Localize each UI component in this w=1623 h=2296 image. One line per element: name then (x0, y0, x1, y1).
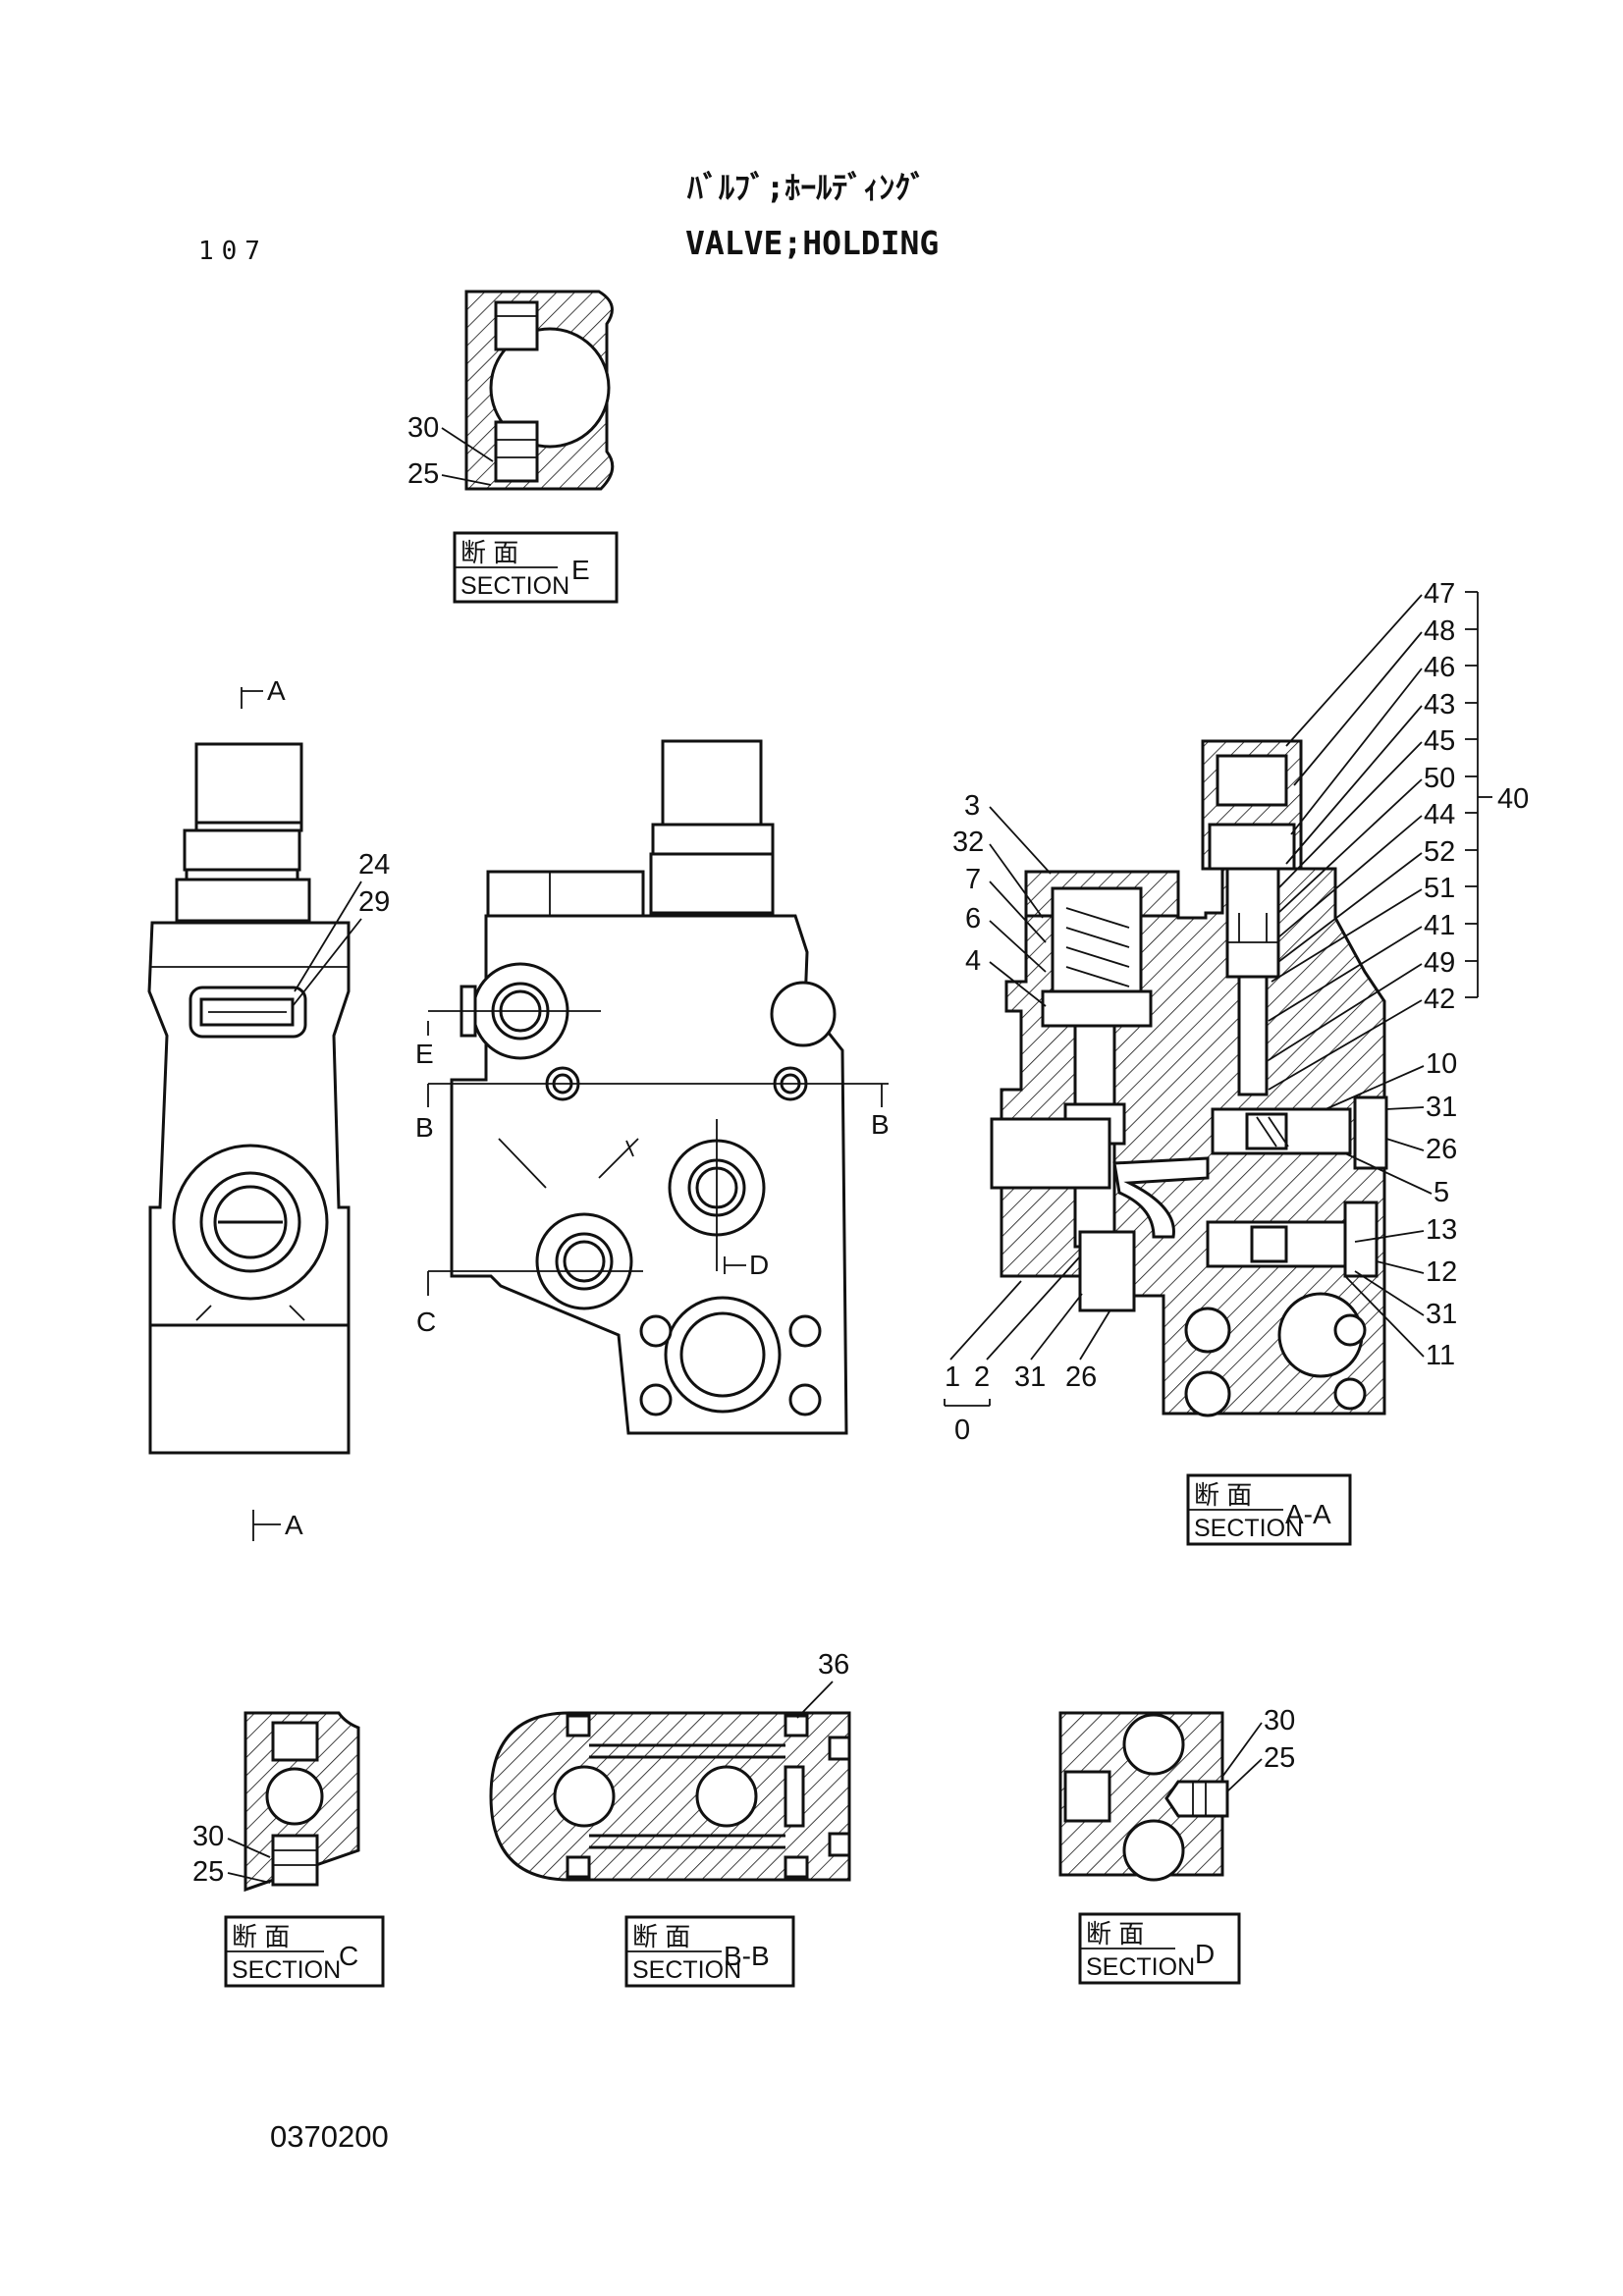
cut-mark-d: D (749, 1250, 769, 1280)
group-label-40: 40 (1497, 783, 1529, 815)
callout-10: 10 (1426, 1048, 1457, 1080)
section-bb-view: 36 断 面 SECTION B-B (489, 1649, 851, 1988)
callout-31-bottom: 31 (1014, 1362, 1046, 1393)
section-word: SECTION (232, 1956, 341, 1984)
section-tag-bb: 断 面 SECTION B-B (624, 1915, 795, 1988)
callout-32: 32 (952, 827, 984, 858)
section-letter-aa: A-A (1285, 1499, 1331, 1529)
callout-45: 45 (1424, 725, 1455, 757)
callout-1: 1 (945, 1362, 960, 1393)
callout-49: 49 (1424, 947, 1455, 979)
section-word: SECTION (632, 1956, 741, 1984)
section-letter-bb: B-B (724, 1941, 770, 1971)
callout-41: 41 (1424, 910, 1455, 941)
cut-mark-c: C (416, 1307, 436, 1337)
callout-13: 13 (1426, 1214, 1457, 1246)
cut-mark-a-bottom: A (285, 1510, 303, 1540)
callout-3: 3 (964, 790, 980, 822)
callout-48: 48 (1424, 615, 1455, 647)
section-c-view: 30 25 断 面 SECTION C (192, 1711, 385, 1988)
callout-26-right: 26 (1426, 1134, 1457, 1165)
callout-47: 47 (1424, 578, 1455, 610)
cut-mark-a-top: A (267, 675, 286, 706)
section-letter-d: D (1195, 1939, 1215, 1969)
section-word: SECTION (460, 572, 569, 600)
callout-51: 51 (1424, 873, 1455, 904)
callout-43: 43 (1424, 689, 1455, 721)
section-letter-c: C (339, 1941, 358, 1971)
callout-11: 11 (1426, 1340, 1455, 1371)
front-view: E B B C D (415, 739, 890, 1435)
callout-24: 24 (358, 849, 390, 881)
section-tag-d: 断 面 SECTION D (1078, 1912, 1241, 1985)
callout-30: 30 (192, 1821, 224, 1852)
callout-7: 7 (965, 864, 981, 895)
callout-42: 42 (1424, 984, 1455, 1015)
callout-52: 52 (1424, 836, 1455, 868)
callout-30: 30 (407, 412, 439, 444)
callout-5: 5 (1434, 1177, 1449, 1208)
side-view: A 24 29 A (147, 675, 390, 1541)
callout-12: 12 (1426, 1256, 1457, 1288)
page-number: 107 (198, 237, 268, 266)
callout-50: 50 (1424, 763, 1455, 794)
callout-6: 6 (965, 903, 981, 934)
callout-31-upper: 31 (1426, 1092, 1457, 1123)
section-kanji: 断 面 (460, 538, 518, 567)
section-tag-aa: 断 面 SECTION A-A (1186, 1473, 1352, 1546)
callout-30: 30 (1264, 1705, 1295, 1736)
title-english: VALVE;HOLDING (685, 224, 939, 262)
callout-25: 25 (192, 1856, 224, 1888)
callout-25: 25 (407, 458, 439, 490)
title-japanese: ﾊﾞﾙﾌﾞ;ﾎｰﾙﾃﾞｨﾝｸﾞ (686, 169, 926, 206)
bottom-group-label-0: 0 (954, 1415, 970, 1446)
callout-4: 4 (965, 945, 981, 977)
drawing-number: 0370200 (270, 2119, 389, 2154)
section-word: SECTION (1194, 1515, 1303, 1542)
section-kanji: 断 面 (632, 1922, 690, 1951)
section-tag-c: 断 面 SECTION C (224, 1915, 385, 1988)
callout-44: 44 (1424, 799, 1455, 830)
cut-mark-b-left: B (415, 1112, 434, 1143)
section-tag-e: 断 面 SECTION E (453, 531, 619, 604)
section-letter-e: E (571, 555, 590, 585)
section-word: SECTION (1086, 1953, 1195, 1981)
cut-mark-e: E (415, 1039, 434, 1069)
section-kanji: 断 面 (232, 1922, 290, 1951)
header: ﾊﾞﾙﾌﾞ;ﾎｰﾙﾃﾞｨﾝｸﾞ VALVE;HOLDING 107 (198, 169, 939, 266)
section-d-view: 30 25 断 面 SECTION D (1058, 1705, 1295, 1985)
callout-2: 2 (974, 1362, 990, 1393)
callout-26-bottom: 26 (1065, 1362, 1097, 1393)
callout-36: 36 (818, 1649, 849, 1681)
callout-29: 29 (358, 886, 390, 918)
callout-46: 46 (1424, 652, 1455, 683)
callout-31-lower: 31 (1426, 1299, 1457, 1330)
section-kanji: 断 面 (1194, 1480, 1252, 1510)
section-e-view: 30 25 断 面 SECTION E (407, 290, 619, 604)
cut-mark-b-right: B (871, 1109, 890, 1140)
callout-25: 25 (1264, 1742, 1295, 1774)
section-kanji: 断 面 (1086, 1919, 1144, 1949)
section-aa-view: 3 32 7 6 4 47 48 46 43 45 50 44 52 51 41… (944, 578, 1529, 1546)
